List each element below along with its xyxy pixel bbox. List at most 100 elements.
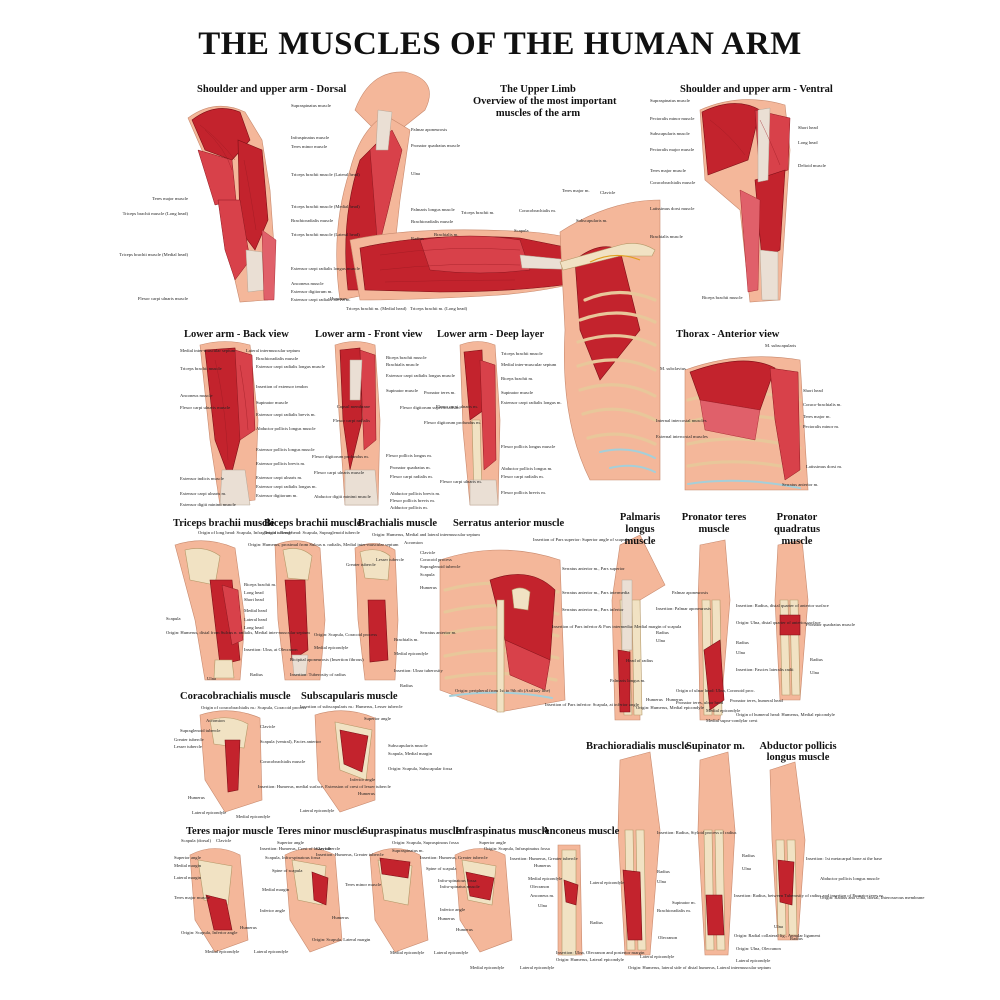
label-overview-6: Triceps brachii m. bbox=[461, 210, 495, 215]
label-pronteres-5: Medial epicondyle bbox=[706, 708, 741, 713]
label-thorax-4: Teres major m. bbox=[803, 414, 831, 419]
label-pronteres-6: Origin of humeral head: Humerus, Medial … bbox=[736, 712, 835, 717]
brachialis-illustration bbox=[354, 543, 399, 681]
label-biceps-3: Bicipital aponeurosis (Insertion fibrous… bbox=[290, 657, 364, 662]
label-palmaris-5: Palmaris longus m. bbox=[610, 678, 646, 683]
label-front-15: Adductor pollicis m. bbox=[390, 505, 428, 510]
label-triceps-3: Long head bbox=[244, 590, 264, 595]
lower-arm-front-illustration bbox=[334, 341, 381, 506]
subscap-illustration bbox=[314, 710, 376, 813]
label-back-12: Extensor carpi radialis brevis m. bbox=[256, 412, 316, 417]
label-overview-11: Subscapularis m. bbox=[576, 218, 608, 223]
label-brachialis-7: Scapula bbox=[420, 572, 435, 577]
label-ventral-5: Coracobrachialis muscle bbox=[650, 180, 696, 185]
label-triceps-4: Short head bbox=[244, 597, 264, 602]
teresmin-illustration bbox=[284, 848, 343, 953]
label-dorsal-10: Extensor carpi radialis longus muscle bbox=[291, 266, 360, 271]
label-front-3: Supinator muscle bbox=[386, 388, 419, 393]
label-abductor-3: Ulna bbox=[774, 924, 783, 929]
label-pronquad-4: Ulna bbox=[810, 670, 819, 675]
label-infra-5: Humerus bbox=[456, 927, 473, 932]
label-thorax-8: Latissimus dorsi m. bbox=[806, 464, 843, 469]
label-dorsal-7: Brachioradialis muscle bbox=[291, 218, 334, 223]
label-dorsal-1: Infraspinatus muscle bbox=[291, 135, 330, 140]
label-palmaris-6: Origin: Humerus, Medial epicondyle bbox=[636, 705, 704, 710]
teresmaj-illustration bbox=[189, 848, 249, 953]
label-biceps-0: Origin of long head: Scapula, Supragleno… bbox=[264, 530, 360, 535]
label-back-10: Insertion of extensor tendon bbox=[256, 384, 308, 389]
label-back-13: Abductor pollicis longus muscle bbox=[256, 426, 316, 431]
panel-title-triceps: Triceps brachii muscle bbox=[173, 518, 275, 529]
label-dorsal-6: Triceps brachii muscle (Medial head) bbox=[119, 252, 188, 257]
label-brachialis-8: Humerus bbox=[420, 585, 437, 590]
label-back-9: Extensor carpi radialis longus muscle bbox=[256, 364, 325, 369]
label-deep-9: Abductor pollicis longus m. bbox=[501, 466, 553, 471]
label-abductor-1: Abductor pollicis longus muscle bbox=[820, 876, 880, 881]
label-overview-1: Pronator quadratus muscle bbox=[411, 143, 460, 148]
label-anconeus-1: Medial epicondyle bbox=[528, 876, 563, 881]
supra-illustration bbox=[369, 848, 429, 953]
label-coraco-6: Scapula (ventral), Facies anterior bbox=[260, 739, 321, 744]
label-brachialis-6: Supraglenoid tubercle bbox=[420, 564, 461, 569]
label-back-3: Flexor carpi ulnaris muscle bbox=[180, 405, 231, 410]
panel-title-abductor-2: longus muscle bbox=[766, 752, 830, 763]
label-teresmin-5: Inferior angle bbox=[260, 908, 286, 913]
label-subscap-3: Scapula, Medial margin bbox=[388, 751, 432, 756]
label-infra-6: Medial epicondyle bbox=[470, 965, 505, 970]
label-pronteres-8: Medial supra-condylar crest bbox=[706, 718, 758, 723]
label-teresmaj-8: Humerus bbox=[240, 925, 257, 930]
label-coraco-0: Origin of coracobrachialis m.: Scapula, … bbox=[201, 705, 307, 710]
overview-arm-illustration bbox=[336, 71, 661, 481]
label-pronquad-0: Insertion: Radius, distal quarter of ant… bbox=[736, 603, 829, 608]
label-supra-6: Medial epicondyle bbox=[390, 950, 425, 955]
label-pronteres-9: Pronator teres, ulnar head bbox=[676, 700, 724, 705]
label-pronteres-3: Origin of ulnar head: Ulna, Coronoid pro… bbox=[676, 688, 755, 693]
label-triceps-10: Insertion: Ulna, at Olecranon bbox=[244, 647, 298, 652]
label-infra-2: Insertion: Humerus, Greater tubercle bbox=[510, 856, 578, 861]
label-front-14: Flexor pollicis brevis m. bbox=[390, 498, 435, 503]
lower-arm-deep-illustration bbox=[459, 341, 501, 506]
label-palmaris-3: Ulna bbox=[656, 638, 665, 643]
label-overview-3: Palmaris longus muscle bbox=[411, 207, 455, 212]
label-coraco-11: Medial epicondyle bbox=[236, 814, 271, 819]
label-deep-6: Flexor carpi ulnaris m. bbox=[436, 404, 478, 409]
label-teresmaj-7: Origin: Scapula, Inferior angle bbox=[181, 930, 238, 935]
label-deep-1: Medial inter-muscular septum bbox=[501, 362, 557, 367]
label-overview-5: Radius bbox=[411, 236, 424, 241]
panel-title-pronteres: Pronator teres muscle bbox=[681, 512, 747, 535]
label-deep-0: Triceps brachii muscle bbox=[501, 351, 543, 356]
panel-title-brachialis: Brachialis muscle bbox=[358, 518, 438, 529]
label-dorsal-13: Flexor carpi ulnaris muscle bbox=[137, 296, 188, 301]
label-infra-7: Lateral epicondyle bbox=[520, 965, 555, 970]
label-subscap-1: Superior angle bbox=[364, 716, 391, 721]
panel-title-infra: Infraspinatus muscle bbox=[455, 826, 550, 837]
label-supinator-3: Insertion: Radius, between Tuberosity of… bbox=[734, 893, 884, 898]
panel-title-brachiorad: Brachioradialis muscle bbox=[586, 741, 689, 752]
label-back-2: Anconeus muscle bbox=[180, 393, 213, 398]
label-back-16: Extensor carpi ulnaris m. bbox=[256, 475, 303, 480]
label-supra-5: Humerus bbox=[438, 916, 455, 921]
label-brachialis-1: Acromion bbox=[404, 540, 423, 545]
label-dorsal-2: Teres minor muscle bbox=[291, 144, 328, 149]
label-supra-7: Lateral epicondyle bbox=[434, 950, 469, 955]
panel-title-supinator: Supinator m. bbox=[686, 741, 745, 752]
label-dorsal-14: Extensor carpi radialis brevis m. bbox=[291, 297, 351, 302]
label-brachialis-0: Origin: Humerus, Medial and lateral inte… bbox=[372, 532, 480, 537]
label-teresmin-3: Spine of scapula bbox=[272, 868, 303, 873]
label-deep-8: Flexor pollicis longus muscle bbox=[501, 444, 556, 449]
pronquad-illustration bbox=[774, 539, 809, 701]
biceps-illustration bbox=[274, 540, 326, 681]
label-back-7: Lateral intermuscular septum bbox=[246, 348, 300, 353]
label-ventral-1: Pectoralis minor muscle bbox=[650, 116, 695, 121]
label-anconeus-3: Anconeus m. bbox=[530, 893, 555, 898]
label-overview-8: Brachialis m. bbox=[434, 232, 459, 237]
label-palmaris-4: Head of radius bbox=[626, 658, 654, 663]
label-thorax-1: M. subclavius bbox=[660, 366, 686, 371]
label-front-12: Flexor carpi radialis m. bbox=[390, 474, 433, 479]
panel-title-coraco: Coracobrachialis muscle bbox=[180, 691, 291, 702]
label-coraco-7: Coracobrachialis muscle bbox=[260, 759, 306, 764]
label-supinator-5: Origin: Ulna, Olecranon bbox=[736, 946, 781, 951]
label-brachialis-2: Lesser tubercle bbox=[376, 557, 404, 562]
panel-title-supra: Supraspinatus muscle bbox=[362, 826, 461, 837]
